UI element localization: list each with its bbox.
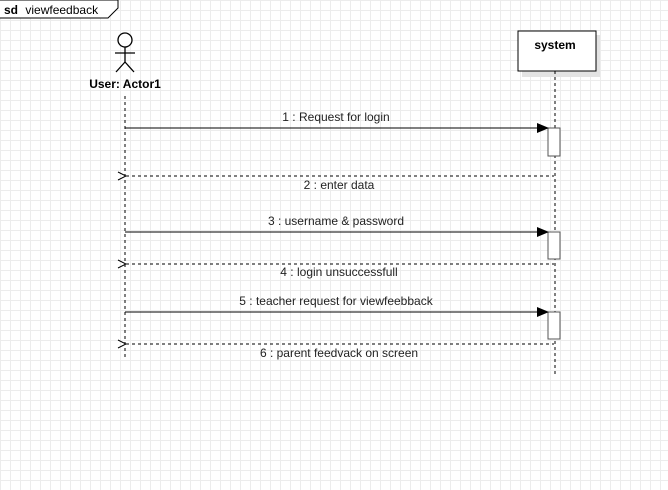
actor-label: User: Actor1	[89, 77, 161, 91]
system-lifeline-box	[517, 30, 597, 72]
activation-bar	[547, 231, 561, 260]
message-label-4: 4 : login unsuccessfull	[280, 265, 397, 279]
message-label-3: 3 : username & password	[268, 214, 404, 228]
message-label-1: 1 : Request for login	[282, 110, 389, 124]
frame-name: viewfeedback	[25, 3, 99, 17]
frame-keyword: sd	[4, 3, 18, 17]
actor-figure-icon	[115, 32, 135, 73]
message-label-5: 5 : teacher request for viewfeebback	[239, 294, 433, 308]
activation-bar	[547, 127, 561, 157]
system-label: system	[534, 38, 575, 52]
message-label-6: 6 : parent feedvack on screen	[260, 346, 418, 360]
message-label-2: 2 : enter data	[304, 178, 375, 192]
frame-tab: sd viewfeedback	[0, 0, 119, 19]
svg-text:sd viewfeedback: sd viewfeedback	[4, 3, 99, 17]
activation-bar	[547, 311, 561, 340]
